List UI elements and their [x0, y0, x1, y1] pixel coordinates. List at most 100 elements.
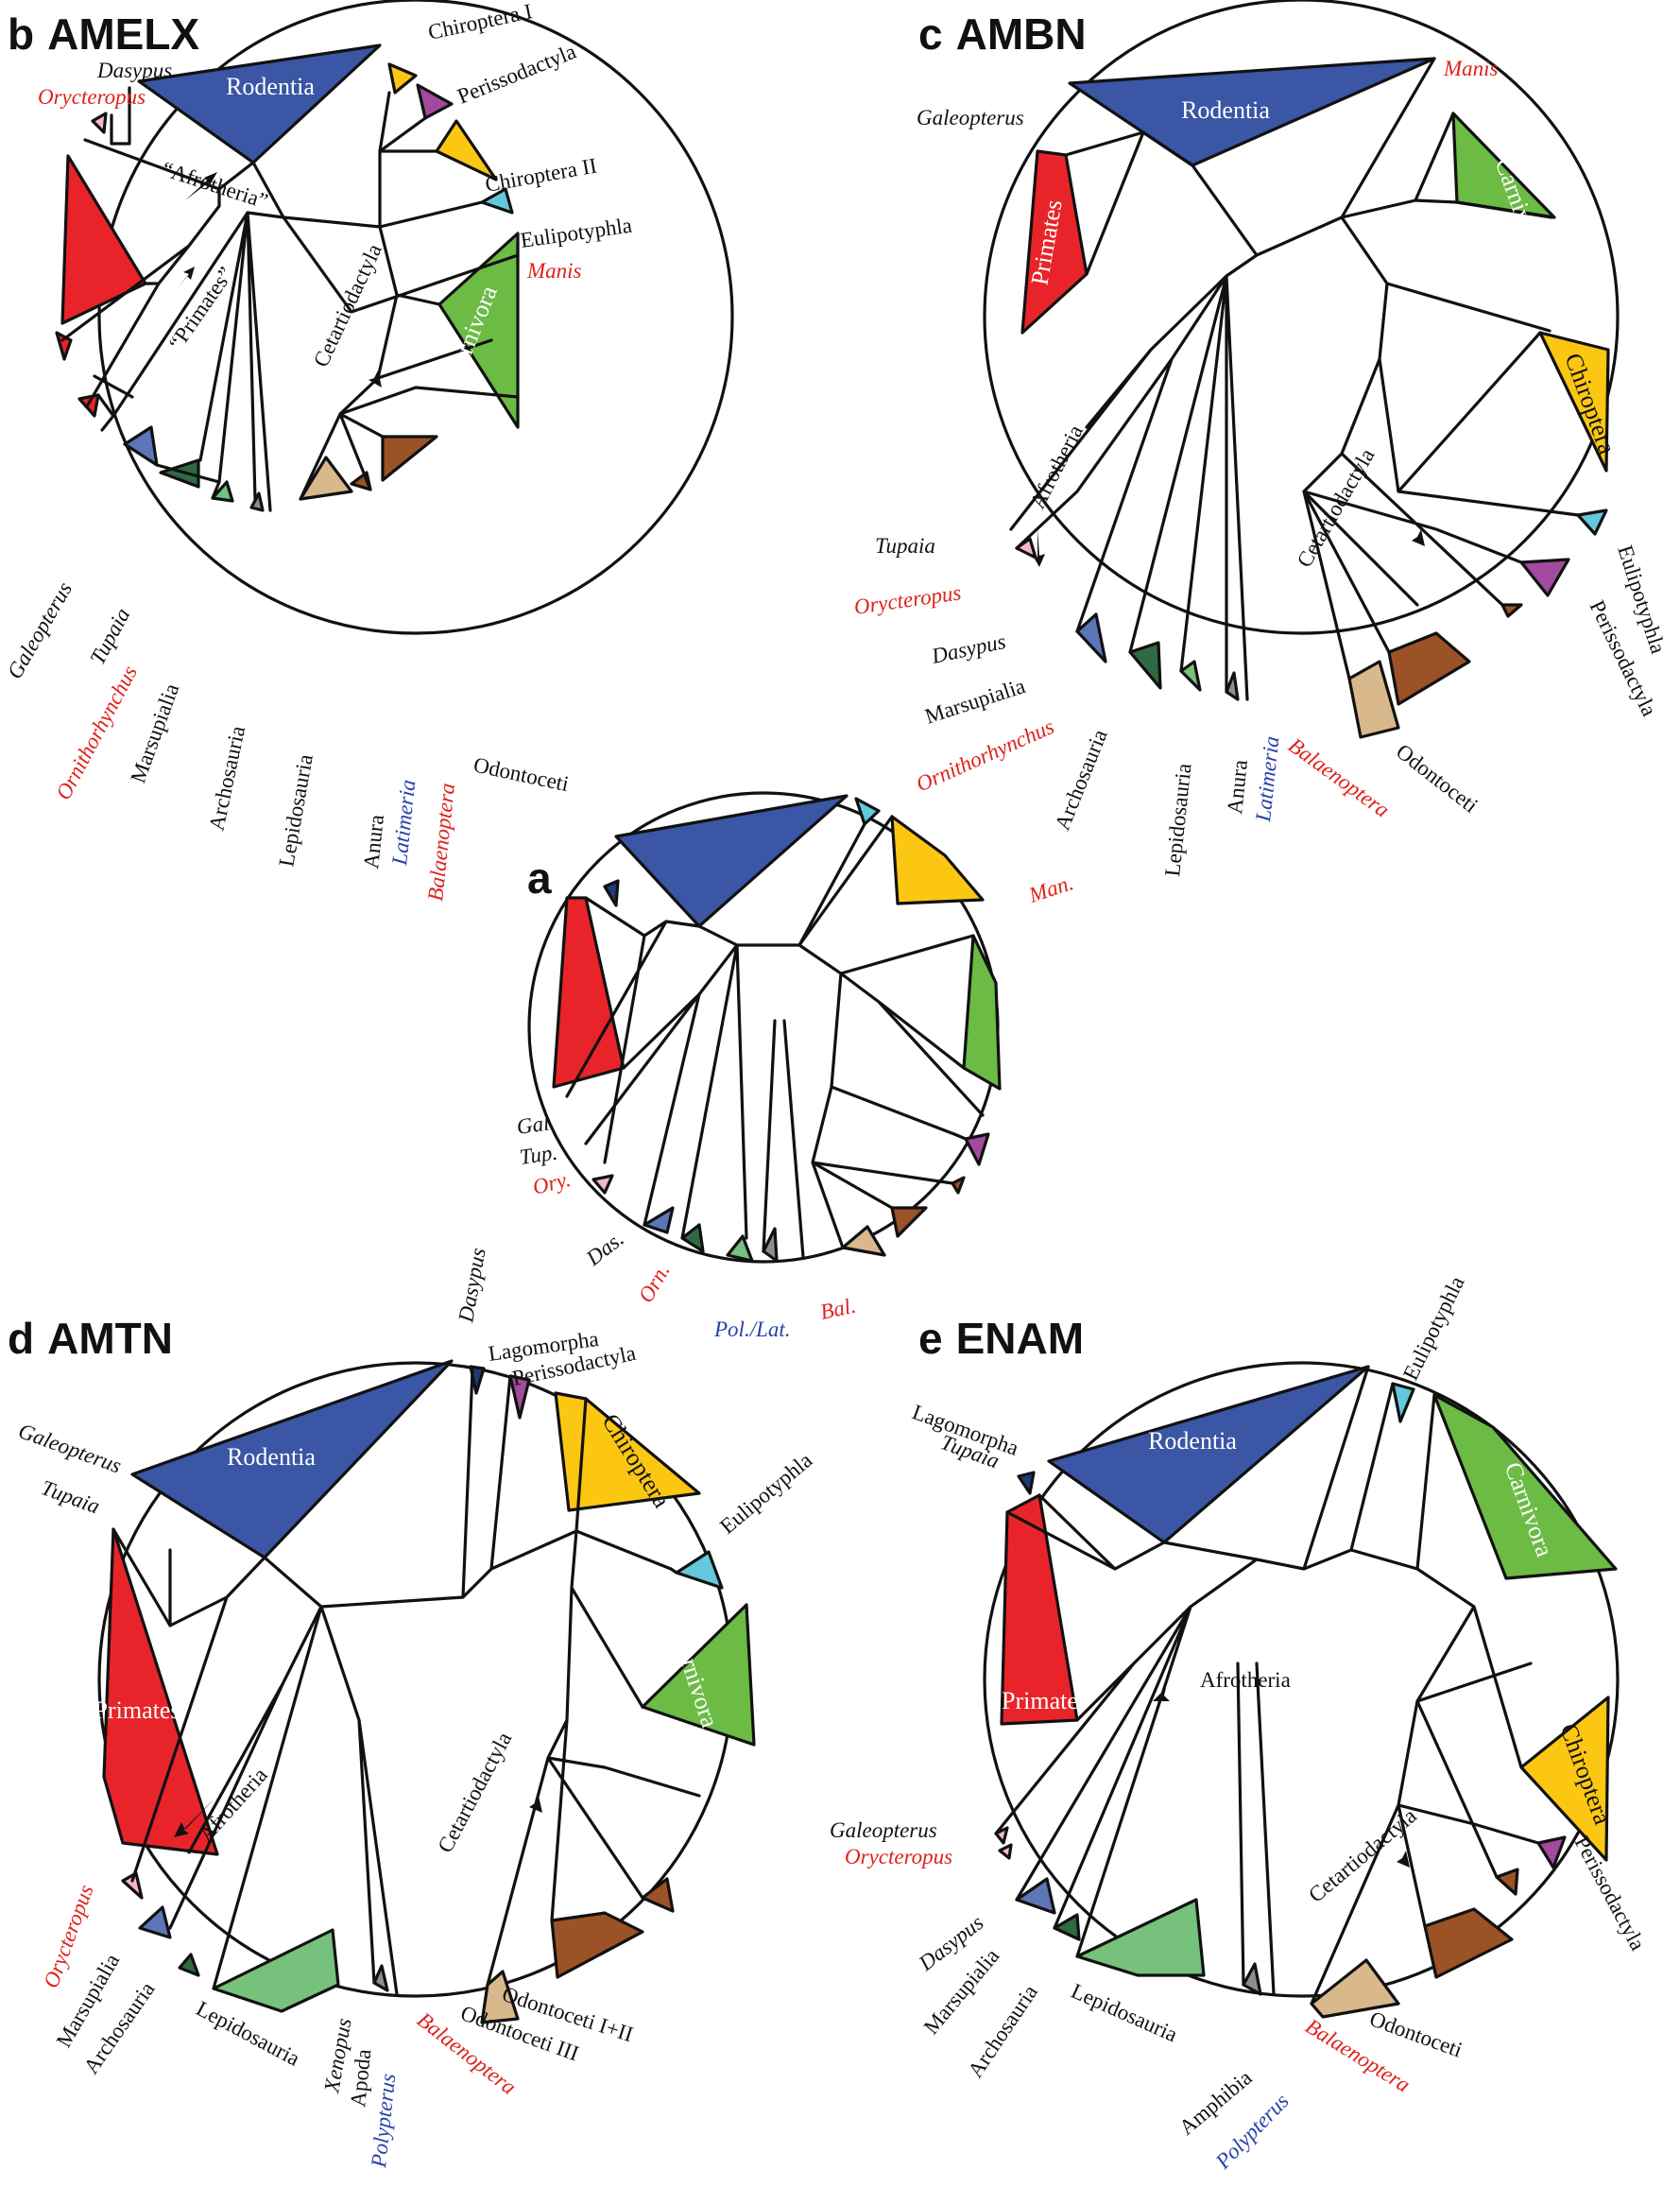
- panel-b-chiroptera-i-clade: [387, 62, 418, 95]
- panel-d-network-edges: [111, 1369, 701, 1996]
- panel-e-odontoceti-clade: [1310, 1958, 1400, 2019]
- panel-b-odontoceti-clade: [299, 456, 353, 501]
- panel-a-afrotheria-clade: [591, 1174, 614, 1195]
- panel-a-marsupialia-clade: [643, 1206, 675, 1234]
- panel-b-archosauria-clade: [159, 458, 200, 489]
- panel-b-arrow-afrotheria: [185, 172, 217, 200]
- panel-b-marsupialia-label: Marsupialia: [126, 680, 183, 786]
- panel-a-anura-clade: [762, 1227, 779, 1263]
- panel-d-dasypus-label: Dasypus: [454, 1246, 490, 1324]
- panel-a-dasypus-label: Das.: [581, 1227, 628, 1271]
- panel-b-afrotheria-clade: [91, 112, 108, 134]
- panel-b-network-edges: [60, 86, 520, 512]
- panel-d-archosauria-clade: [178, 1953, 200, 1977]
- panel-e-afrotheria-label: Afrotheria: [1200, 1668, 1291, 1692]
- panel-c-anura-clade: [1225, 671, 1240, 701]
- panel-b-rodentia-clade: [137, 43, 382, 164]
- panel-b-balaenoptera-label: Balaenoptera: [423, 782, 459, 902]
- panel-a-archosauria-clade: [680, 1223, 705, 1253]
- panel-b-cetacean-brown-large: [381, 435, 438, 482]
- panel-d-apoda-clade: [372, 1964, 389, 1992]
- panel-c-archosauria-label: Archosauria: [1050, 726, 1111, 834]
- panel-d-apoda-label: Apoda: [346, 2048, 375, 2109]
- panel-a-rodentia-clade: [614, 794, 849, 928]
- panel-e-odontoceti-label: Odontoceti: [1366, 2006, 1466, 2061]
- panel-c-rodentia-label: Rodentia: [1181, 96, 1270, 124]
- panel-e-amphibia-clade: [1242, 1962, 1262, 1996]
- panel-c-dasypus-label: Dasypus: [929, 629, 1008, 668]
- panel-b-marsupialia-clade: [123, 425, 159, 467]
- panel-c-lepidosauria-label: Lepidosauria: [1160, 762, 1195, 877]
- panel-e-orycteropus-clade: [994, 1826, 1009, 1845]
- panel-e-eulipotyphla-clade: [1391, 1382, 1415, 1423]
- panel-c-lepidosauria-clade: [1179, 660, 1202, 692]
- panel-d-orycteropus-clade: [121, 1871, 144, 1900]
- panel-d-primates-clade: [102, 1527, 219, 1856]
- panel-a-perissodactyla-clade: [964, 1132, 990, 1166]
- panel-b-tupaia-label: Tupaia: [85, 604, 134, 668]
- panel-e-lagomorpha-clade: [1017, 1471, 1036, 1495]
- panel-a-carnivora-clade: [962, 934, 1002, 1091]
- panel-c-arrow-afrotheria: [1032, 529, 1045, 567]
- panel-c-cetacean-brown-small: [1500, 603, 1523, 618]
- panel-b-odontoceti-label: Odontoceti: [471, 752, 571, 796]
- panel-d-carnivora-clade: [641, 1603, 756, 1747]
- panel-c-perissodactyla-clade: [1519, 558, 1570, 597]
- panel-e-arrow-afrotheria: [1153, 1680, 1191, 1701]
- panel-c-cetacean-brown-large: [1387, 631, 1471, 706]
- panel-c-archosauria-clade: [1128, 641, 1162, 690]
- panel-e-rodentia-clade: [1047, 1365, 1370, 1544]
- panel-e-rodentia-label: Rodentia: [1148, 1427, 1237, 1455]
- panel-e-eulipotyphla-label: Eulipotyphla: [1398, 1272, 1469, 1384]
- panel-e-chiroptera-clade: [1519, 1696, 1610, 1862]
- panel-e-primates-label: Primates: [1002, 1687, 1088, 1714]
- panel-a-manis-label: Man.: [1025, 870, 1076, 907]
- panel-e-lepidosauria-clade: [1075, 1898, 1206, 1977]
- panel-c-manis-label: Manis: [1443, 57, 1499, 80]
- panel-d-primates-label: Primates: [94, 1696, 180, 1724]
- panel-a-chiroptera-clade: [890, 815, 985, 905]
- panel-c-marsupialia-clade: [1075, 612, 1107, 663]
- panel-a-orycteropus-label: Ory.: [530, 1167, 573, 1199]
- panel-b-lepidosauria-clade: [211, 480, 234, 503]
- panel-b-orycteropus-label: Orycteropus: [38, 85, 146, 109]
- panel-b-latimeria-label: Latimeria: [387, 779, 420, 868]
- panel-a-heading: a: [527, 853, 552, 903]
- panel-d-eulipotyphla-clade: [675, 1550, 724, 1590]
- panel-e-dasypus-clade: [998, 1843, 1013, 1860]
- panel-e-galeopterus-label: Galeopterus: [830, 1818, 937, 1842]
- panel-a: a Man. Gal. Tup. Ory. Das. Orn. Pol./Lat…: [515, 791, 1076, 1341]
- panel-a-galeopterus-label: Gal.: [515, 1111, 556, 1139]
- panel-a-ornithorhynchus-label: Orn.: [634, 1260, 675, 1307]
- panel-d-galeopterus-label: Galeopterus: [15, 1419, 124, 1477]
- panel-a-lepidosauria-clade: [726, 1234, 754, 1263]
- panel-b-perissodactyla-clade: [416, 83, 454, 120]
- panel-c-orycteropus-label: Orycteropus: [852, 580, 963, 619]
- panel-a-balaenoptera-label: Bal.: [818, 1294, 858, 1324]
- panel-c-latimeria-label: Latimeria: [1251, 735, 1283, 824]
- panel-b-ornithorhynchus-label: Ornithorhynchus: [51, 662, 142, 803]
- panel-d-arrow-cetartiodactyla: [520, 1777, 542, 1813]
- panel-d-odontoceti-clade: [480, 1970, 520, 2024]
- panel-b-galeopterus-label: Galeopterus: [3, 577, 77, 682]
- panel-c-eulipotyphla-clade: [1576, 508, 1608, 536]
- panel-e-perissodactyla-clade: [1536, 1835, 1567, 1869]
- panel-c-rodentia-clade: [1068, 57, 1436, 167]
- panel-b-eulipotyphla-clade: [480, 187, 514, 215]
- panel-a-lagomorpha-clade: [603, 879, 620, 907]
- panel-b-galeopterus-clade-1: [55, 331, 73, 361]
- panel-e-cetacean-brown-large: [1423, 1907, 1514, 1979]
- panel-e-lepidosauria-label: Lepidosauria: [1068, 1979, 1181, 2047]
- panel-c-marsupialia-label: Marsupialia: [922, 674, 1028, 729]
- panel-c-balaenoptera-label: Balaenoptera: [1284, 733, 1394, 822]
- panel-e-arrow-cetartiodactyla: [1387, 1834, 1410, 1868]
- panel-a-tupaia-label: Tup.: [518, 1141, 558, 1169]
- panel-b-manis-label: Manis: [526, 259, 582, 283]
